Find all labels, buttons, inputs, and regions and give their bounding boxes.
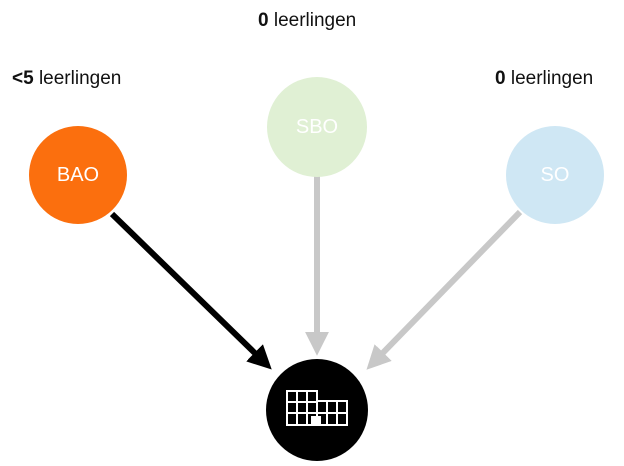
- sbo-count-value: 0: [258, 10, 269, 31]
- arrow-so-to-school: [366, 209, 523, 370]
- sbo-node: SBO: [267, 77, 367, 177]
- so-count-value: 0: [495, 68, 506, 89]
- so-node-label: SO: [540, 163, 570, 186]
- bao-node-label: BAO: [56, 163, 100, 186]
- sbo-count-suffix: leerlingen: [268, 10, 357, 31]
- bao-node: BAO: [29, 126, 127, 224]
- bao-count-value: <5: [12, 68, 34, 89]
- so-count-label: 0 leerlingen: [495, 68, 593, 90]
- sbo-node-label: SBO: [295, 115, 339, 138]
- school-node: [266, 359, 368, 461]
- bao-count-suffix: leerlingen: [33, 68, 122, 89]
- so-count-suffix: leerlingen: [505, 68, 594, 89]
- so-node: SO: [506, 126, 604, 224]
- school-building-icon: [286, 390, 348, 426]
- sbo-count-label: 0 leerlingen: [258, 10, 356, 32]
- bao-count-label: <5 leerlingen: [12, 68, 121, 90]
- arrow-bao-to-school: [109, 211, 272, 370]
